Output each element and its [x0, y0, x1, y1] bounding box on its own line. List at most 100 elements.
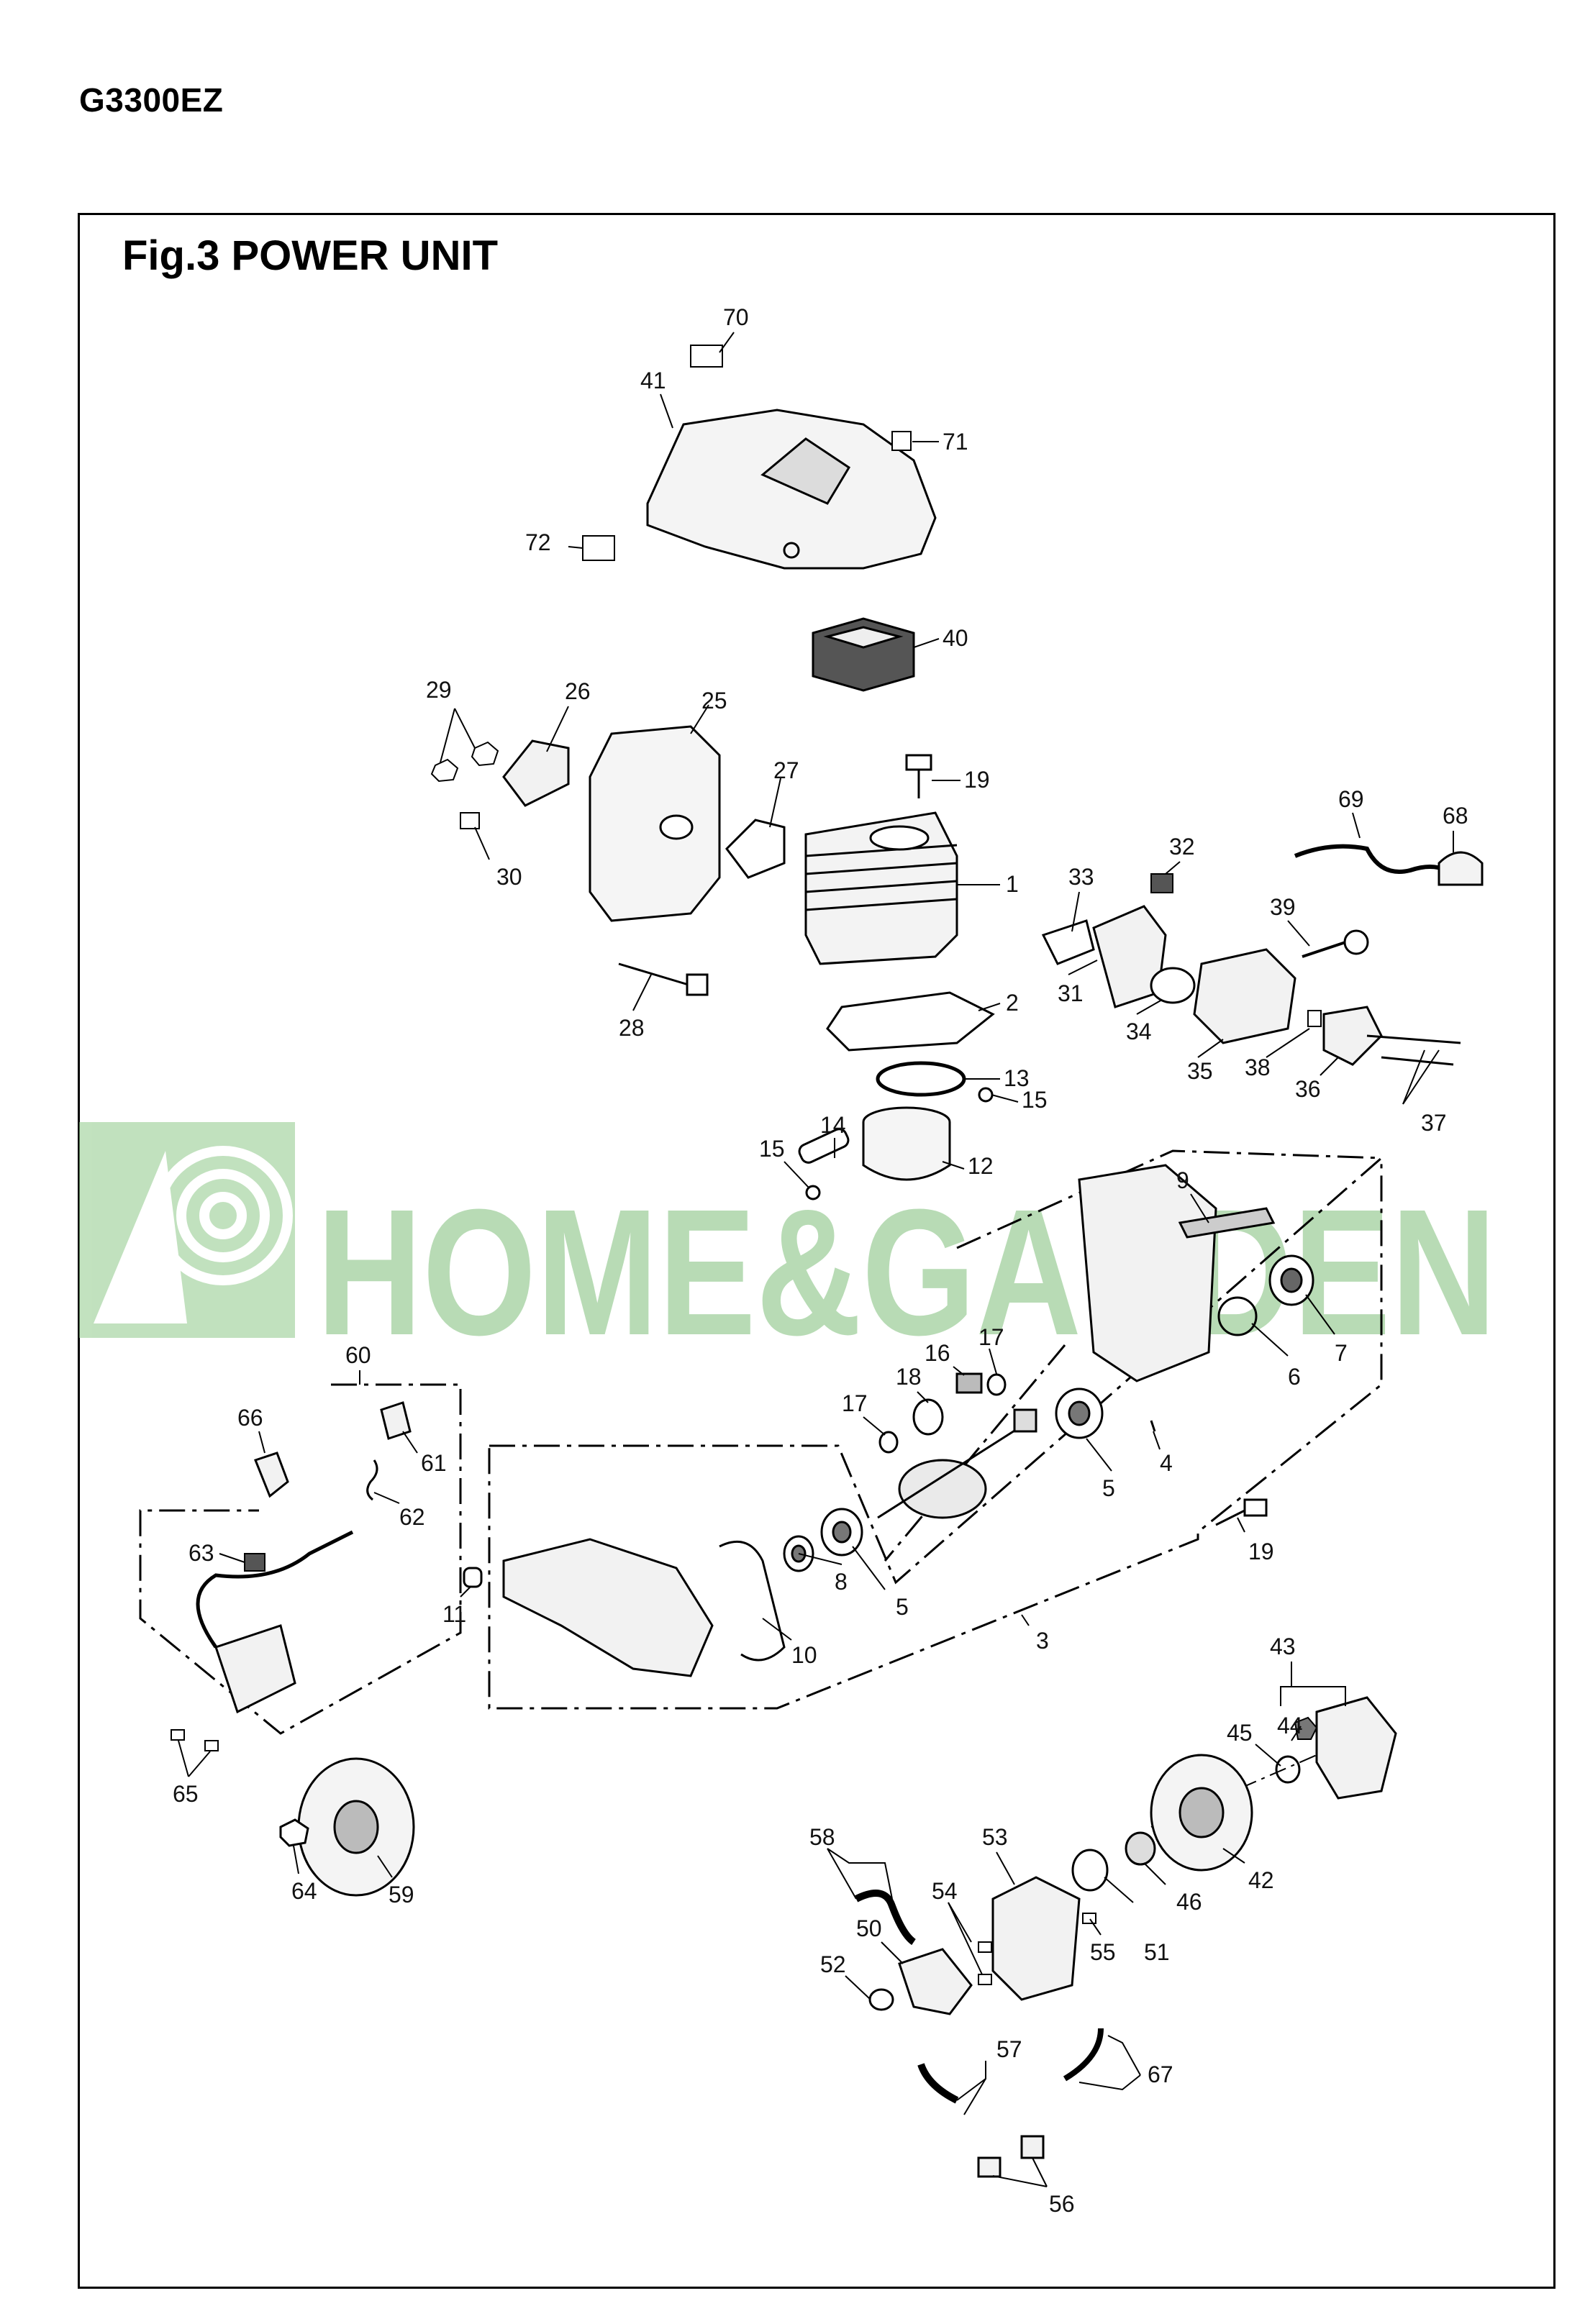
callout-14: 14 [820, 1112, 846, 1138]
callout-3: 3 [1036, 1628, 1049, 1654]
clip-part [1150, 873, 1173, 893]
callout-30: 30 [496, 864, 522, 890]
callout-32: 32 [1169, 834, 1195, 860]
callout-61: 61 [421, 1450, 447, 1476]
nut-part [471, 741, 499, 767]
fuel-hose-part [1294, 844, 1448, 874]
circlip-part [805, 1185, 821, 1200]
figure-frame [78, 213, 1556, 2289]
callout-60: 60 [345, 1342, 371, 1368]
muffler-part [589, 725, 721, 922]
callout-52: 52 [820, 1951, 846, 1977]
clutch-assembly-part [1315, 1696, 1397, 1800]
callout-19-bottom: 19 [1248, 1539, 1274, 1564]
piston-ring-part [876, 1061, 966, 1097]
callout-17-upper: 17 [978, 1324, 1004, 1350]
spring-part [366, 1459, 378, 1501]
nut-part [430, 758, 459, 783]
thrust-washer-part [878, 1431, 899, 1454]
callout-59: 59 [389, 1882, 414, 1908]
callout-67: 67 [1148, 2061, 1173, 2087]
callout-69: 69 [1338, 786, 1364, 812]
watermark-leaf-icon [94, 1151, 187, 1323]
callout-18: 18 [896, 1364, 922, 1390]
oil-seal-part [1268, 1254, 1314, 1306]
callout-38: 38 [1245, 1054, 1271, 1080]
callout-54: 54 [932, 1878, 958, 1904]
callout-36: 36 [1295, 1076, 1321, 1102]
callout-64: 64 [291, 1878, 317, 1904]
cylinder-gasket-part [826, 991, 995, 1052]
callout-70: 70 [723, 304, 749, 330]
piston-part [862, 1106, 951, 1181]
callout-12: 12 [968, 1153, 994, 1179]
watermark: HOME&GARDEN [79, 1122, 1497, 1372]
plug-cap-part [380, 1401, 412, 1440]
callout-29: 29 [426, 677, 452, 703]
circlip-part [978, 1087, 994, 1103]
label-decal-71 [891, 431, 912, 451]
callout-25: 25 [701, 688, 727, 714]
label-decal-72 [582, 535, 615, 561]
crankshaft-part [877, 1408, 1037, 1519]
callout-44: 44 [1277, 1713, 1303, 1739]
crankcase-group-outline [488, 1155, 1383, 1710]
callout-5-right: 5 [1102, 1475, 1115, 1501]
callout-26: 26 [565, 678, 591, 704]
callout-16: 16 [925, 1340, 950, 1366]
screw-part [1307, 1010, 1322, 1027]
ignition-group-outline [139, 1383, 462, 1735]
air-filter-base-part [1322, 1006, 1383, 1066]
callout-51: 51 [1144, 1939, 1170, 1965]
piston-pin-part [798, 1128, 850, 1164]
callout-11: 11 [442, 1601, 466, 1627]
bolt-part [460, 812, 480, 829]
callout-10: 10 [791, 1642, 817, 1668]
callout-4: 4 [1160, 1450, 1173, 1476]
thrust-washer-part [986, 1373, 1007, 1396]
watermark-text: HOME&GARDEN [317, 1172, 1497, 1372]
coil-screw-part [204, 1740, 219, 1751]
spark-plug-part [254, 1452, 289, 1498]
callout-9: 9 [1176, 1167, 1189, 1193]
muffler-shield-part [502, 739, 570, 807]
crankcase-right-part [1078, 1164, 1217, 1382]
callout-37: 37 [1421, 1110, 1447, 1136]
callout-40: 40 [943, 625, 968, 651]
callout-27: 27 [773, 757, 799, 783]
callout-66: 66 [237, 1405, 263, 1431]
oil-pipe-part [917, 2063, 959, 2104]
callout-33: 33 [1068, 864, 1094, 890]
assembly-outlines [139, 1149, 1383, 1735]
carburetor-gasket-part [1150, 967, 1196, 1004]
pump-screw-part [978, 1941, 992, 1953]
insulator-gasket-part [1041, 919, 1095, 965]
callout-15-right: 15 [1022, 1087, 1048, 1113]
oil-pump-cover-part [991, 1876, 1081, 2001]
callout-8: 8 [835, 1569, 848, 1595]
primer-bulb-part [1438, 851, 1484, 886]
hv-cable-part [196, 1530, 354, 1649]
muffler-gasket-part [725, 819, 786, 879]
callout-5-left: 5 [896, 1594, 909, 1620]
clutch-drum-part [1150, 1754, 1253, 1872]
clutch-washer-part [1275, 1755, 1301, 1784]
carburetor-part [1193, 948, 1296, 1044]
callout-13: 13 [1004, 1065, 1030, 1091]
ball-bearing-part [1055, 1387, 1104, 1439]
crankcase-bolt-part [1215, 1498, 1268, 1526]
insulator-part [1092, 905, 1167, 1008]
callout-42: 42 [1248, 1867, 1274, 1893]
sleeve-part [463, 1567, 483, 1588]
callout-57: 57 [996, 2036, 1022, 2062]
callout-19-top: 19 [964, 767, 990, 793]
figure-title: Fig.3 POWER UNIT [122, 232, 498, 279]
crankshaft-group-outline [884, 1344, 1066, 1562]
oil-strainer-part [977, 2135, 1045, 2178]
callout-7: 7 [1335, 1340, 1348, 1366]
ball-bearing-part [820, 1508, 863, 1557]
callout-34: 34 [1126, 1019, 1152, 1044]
inner-washer-part [1071, 1849, 1109, 1892]
callout-50: 50 [856, 1915, 882, 1941]
oil-hose-part [854, 1890, 917, 1946]
